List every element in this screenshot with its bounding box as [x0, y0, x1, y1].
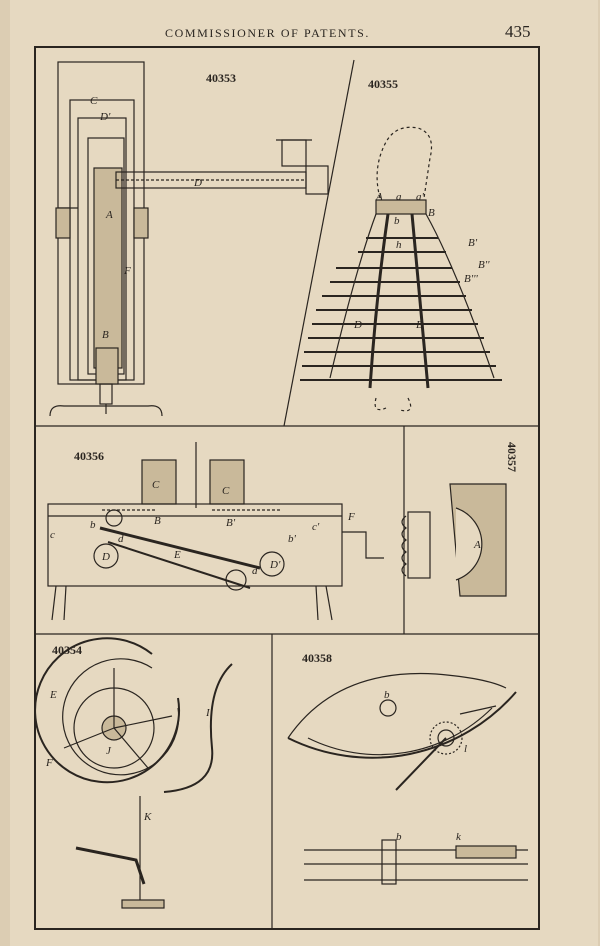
figure-40354-drawing	[36, 637, 233, 909]
figure-number-40356: 40356	[74, 449, 104, 463]
label-40356-c: c	[50, 529, 55, 541]
figure-40353-drawing	[49, 61, 329, 417]
figure-number-40355: 40355	[368, 77, 398, 91]
figure-40356-drawing	[47, 442, 384, 621]
label-40353-F: F	[123, 265, 131, 277]
label-40355-B-double: B''	[478, 259, 490, 271]
figure-number-40358: 40358	[302, 651, 332, 665]
label-40354-J: J	[106, 745, 112, 757]
label-40356-D-prime: D'	[269, 559, 281, 571]
label-40353-B: B	[102, 329, 109, 341]
label-40356-b-prime: b'	[288, 533, 297, 545]
patent-plate: 40353 C D' D A F B	[34, 46, 540, 930]
label-40353-D-prime: D'	[99, 111, 111, 123]
label-40356-B-prime: B'	[226, 517, 236, 529]
label-40355-a: a	[396, 191, 402, 203]
label-40353-D: D	[193, 177, 202, 189]
label-40355-B: B	[428, 207, 435, 219]
label-40358-l: l	[464, 743, 467, 755]
label-40356-C-right: C	[222, 485, 230, 497]
label-40358-b-top: b	[384, 689, 390, 701]
label-40355-B-triple: B'''	[464, 273, 478, 285]
page-number: 435	[505, 22, 531, 41]
label-40354-K: K	[143, 811, 152, 823]
label-40357-A: A	[473, 539, 481, 551]
label-40356-c-prime: c'	[312, 521, 320, 533]
running-head: COMMISSIONER OF PATENTS. 435	[0, 22, 600, 44]
label-40355-B-prime: B'	[468, 237, 478, 249]
figure-number-40354: 40354	[52, 643, 82, 657]
label-40358-b-bottom: b	[396, 831, 402, 843]
label-40354-F: F	[45, 757, 53, 769]
label-40353-C: C	[90, 95, 98, 107]
label-40355-a-prime: a'	[416, 191, 425, 203]
label-40354-I: I	[205, 707, 211, 719]
label-40356-D: D	[101, 551, 110, 563]
label-40355-D-right: D	[415, 319, 424, 331]
figure-40358-drawing	[287, 672, 528, 885]
figure-number-40357: 40357	[505, 442, 519, 472]
figure-number-40353: 40353	[206, 71, 236, 85]
label-40355-D-left: D	[353, 319, 362, 331]
book-page	[10, 0, 598, 946]
running-title: COMMISSIONER OF PATENTS.	[165, 26, 370, 40]
label-40356-F: F	[347, 511, 355, 523]
label-40355-A: A	[375, 191, 383, 203]
figure-40357-drawing	[401, 483, 507, 597]
label-40353-A: A	[105, 209, 113, 221]
label-40356-b: b	[90, 519, 96, 531]
label-40355-b: b	[394, 215, 400, 227]
label-40356-E: E	[173, 549, 181, 561]
figure-40355-drawing	[300, 126, 502, 412]
label-40354-E: E	[49, 689, 57, 701]
label-40355-h: h	[396, 239, 402, 251]
label-40356-B: B	[154, 515, 161, 527]
label-40356-C-left: C	[152, 479, 160, 491]
label-40356-d: d	[118, 533, 124, 545]
label-40356-d-prime: d'	[252, 565, 261, 577]
divider-diagonal	[283, 59, 355, 427]
label-40358-k: k	[456, 831, 462, 843]
